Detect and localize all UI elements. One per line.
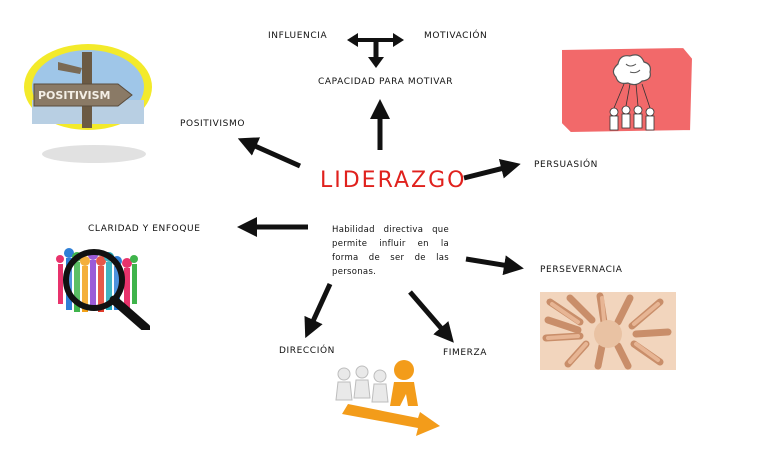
arrow-perseverancia — [465, 255, 524, 276]
arrow-fimerza — [408, 290, 454, 343]
label-claridad: CLARIDAD Y ENFOQUE — [88, 224, 201, 234]
hands-teamwork-image — [540, 292, 676, 370]
positivism-sign-text: POSITIVISM — [38, 89, 111, 102]
positivism-sign-image: POSITIVISM — [24, 44, 152, 163]
arrow-direccion — [304, 282, 333, 339]
label-direccion: DIRECCIÓN — [279, 346, 335, 356]
label-motivacion: MOTIVACIÓN — [424, 31, 488, 41]
center-description: Habilidad directiva que permite influir … — [332, 225, 449, 277]
main-title: LIDERAZGO — [320, 168, 467, 193]
label-fimerza: FIMERZA — [443, 348, 488, 358]
label-positivismo: POSITIVISMO — [180, 119, 246, 129]
label-influencia: INFLUENCIA — [268, 31, 328, 41]
label-capacidad: CAPACIDAD PARA MOTIVAR — [318, 77, 454, 87]
leader-figures-image — [335, 360, 440, 436]
label-perseverancia: PERSEVERNACIA — [540, 265, 623, 275]
t-double-arrow — [347, 33, 404, 68]
brain-card-image — [558, 44, 697, 136]
arrow-persuasion — [463, 158, 521, 181]
magnifier-crowd-image — [56, 248, 150, 330]
arrow-positivismo — [237, 137, 302, 169]
label-persuasion: PERSUASIÓN — [534, 160, 599, 170]
